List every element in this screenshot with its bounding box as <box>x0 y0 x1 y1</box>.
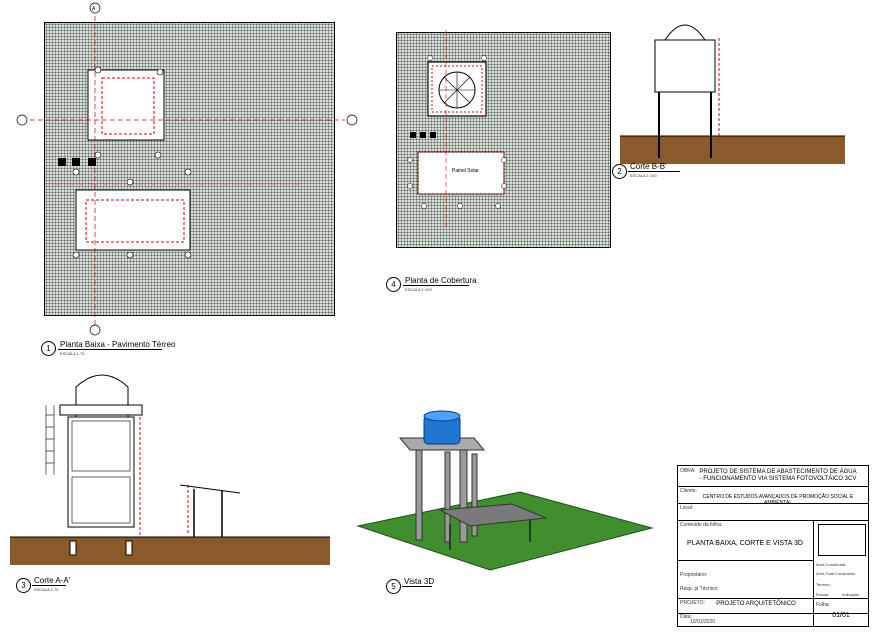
resp-tecnico-label: Resp. pi Técnico: <box>680 586 719 592</box>
view2-title: Corte B-B' <box>630 162 667 171</box>
title-block <box>677 465 869 627</box>
obra-label: OBRA: <box>680 468 696 474</box>
solar-panel-label: Painel Solar <box>452 168 479 174</box>
view1-scale: ESCALA 1:75 <box>60 351 85 356</box>
folha-label: Folha: <box>816 602 830 608</box>
plan-ground-floor-drawing: A <box>16 2 358 336</box>
title-block-divider-local <box>677 520 869 521</box>
roof-plan-drawing <box>407 30 507 230</box>
view5-number: 5 <box>386 579 401 594</box>
view3-number: 3 <box>16 578 31 593</box>
view4-title: Planta de Cobertura <box>405 276 477 285</box>
projeto-label: PROJETO: <box>680 600 705 606</box>
data-value: 10/01/2020 <box>690 619 716 625</box>
view1-title-underline <box>58 349 162 350</box>
cliente-text: CENTRO DE ESTUDOS AVANÇADOS DE PROMOÇÃO … <box>702 494 854 506</box>
conteudo-label: Conteúdo da folha: <box>680 522 723 528</box>
terreno-label: Terreno: <box>816 582 831 587</box>
view1-number: 1 <box>41 341 56 356</box>
folha-value: 01/01 <box>832 612 850 619</box>
axis-a-label: A <box>92 6 96 12</box>
conteudo-text: PLANTA BAIXA, CORTE E VISTA 3D <box>687 540 803 547</box>
view4-title-underline <box>403 285 469 286</box>
view2-title-underline <box>628 171 680 172</box>
view2-scale: ESCALA 1:100 <box>630 173 657 178</box>
view4-scale: ESCALA 1:100 <box>405 287 432 292</box>
view3-title: Corte A-A' <box>34 576 71 585</box>
escala-label: Escala: <box>816 592 830 597</box>
section-aa-drawing <box>10 374 330 565</box>
cliente-label: Cliente: <box>680 488 697 494</box>
view4-number: 4 <box>386 277 401 292</box>
view2-number: 2 <box>612 164 627 179</box>
title-block-divider-cliente <box>677 503 869 504</box>
title-block-divider-data <box>677 613 869 614</box>
title-block-divider-conteudo <box>677 560 813 561</box>
view3-scale: ESCALA 1:75 <box>34 587 59 592</box>
projeto-text: PROJETO ARQUITETÔNICO <box>716 601 796 607</box>
proprietario-label: Proprietário: <box>680 572 708 578</box>
view1-title: Planta Baixa - Pavimento Térreo <box>60 340 176 349</box>
view5-title: Vista 3D <box>404 577 435 586</box>
view-3d-drawing <box>356 410 654 571</box>
title-block-stamp-box <box>818 524 866 556</box>
title-block-divider-projeto <box>677 598 869 599</box>
indicacao-label: Indicação <box>842 592 860 597</box>
local-label: Local: <box>680 505 694 511</box>
area-construida-label: Área Construída: <box>816 562 847 567</box>
view5-title-underline <box>402 586 432 587</box>
title-block-vertical <box>813 520 814 627</box>
section-bb-drawing <box>620 24 845 164</box>
view3-title-underline <box>32 585 66 586</box>
obra-text: PROJETO DE SISTEMA DE ABASTECIMENTO DE Á… <box>699 469 857 482</box>
data-label: Data: <box>680 614 692 620</box>
area-total-label: Área Total Construída: <box>816 571 856 576</box>
title-block-divider-obra <box>677 486 869 487</box>
